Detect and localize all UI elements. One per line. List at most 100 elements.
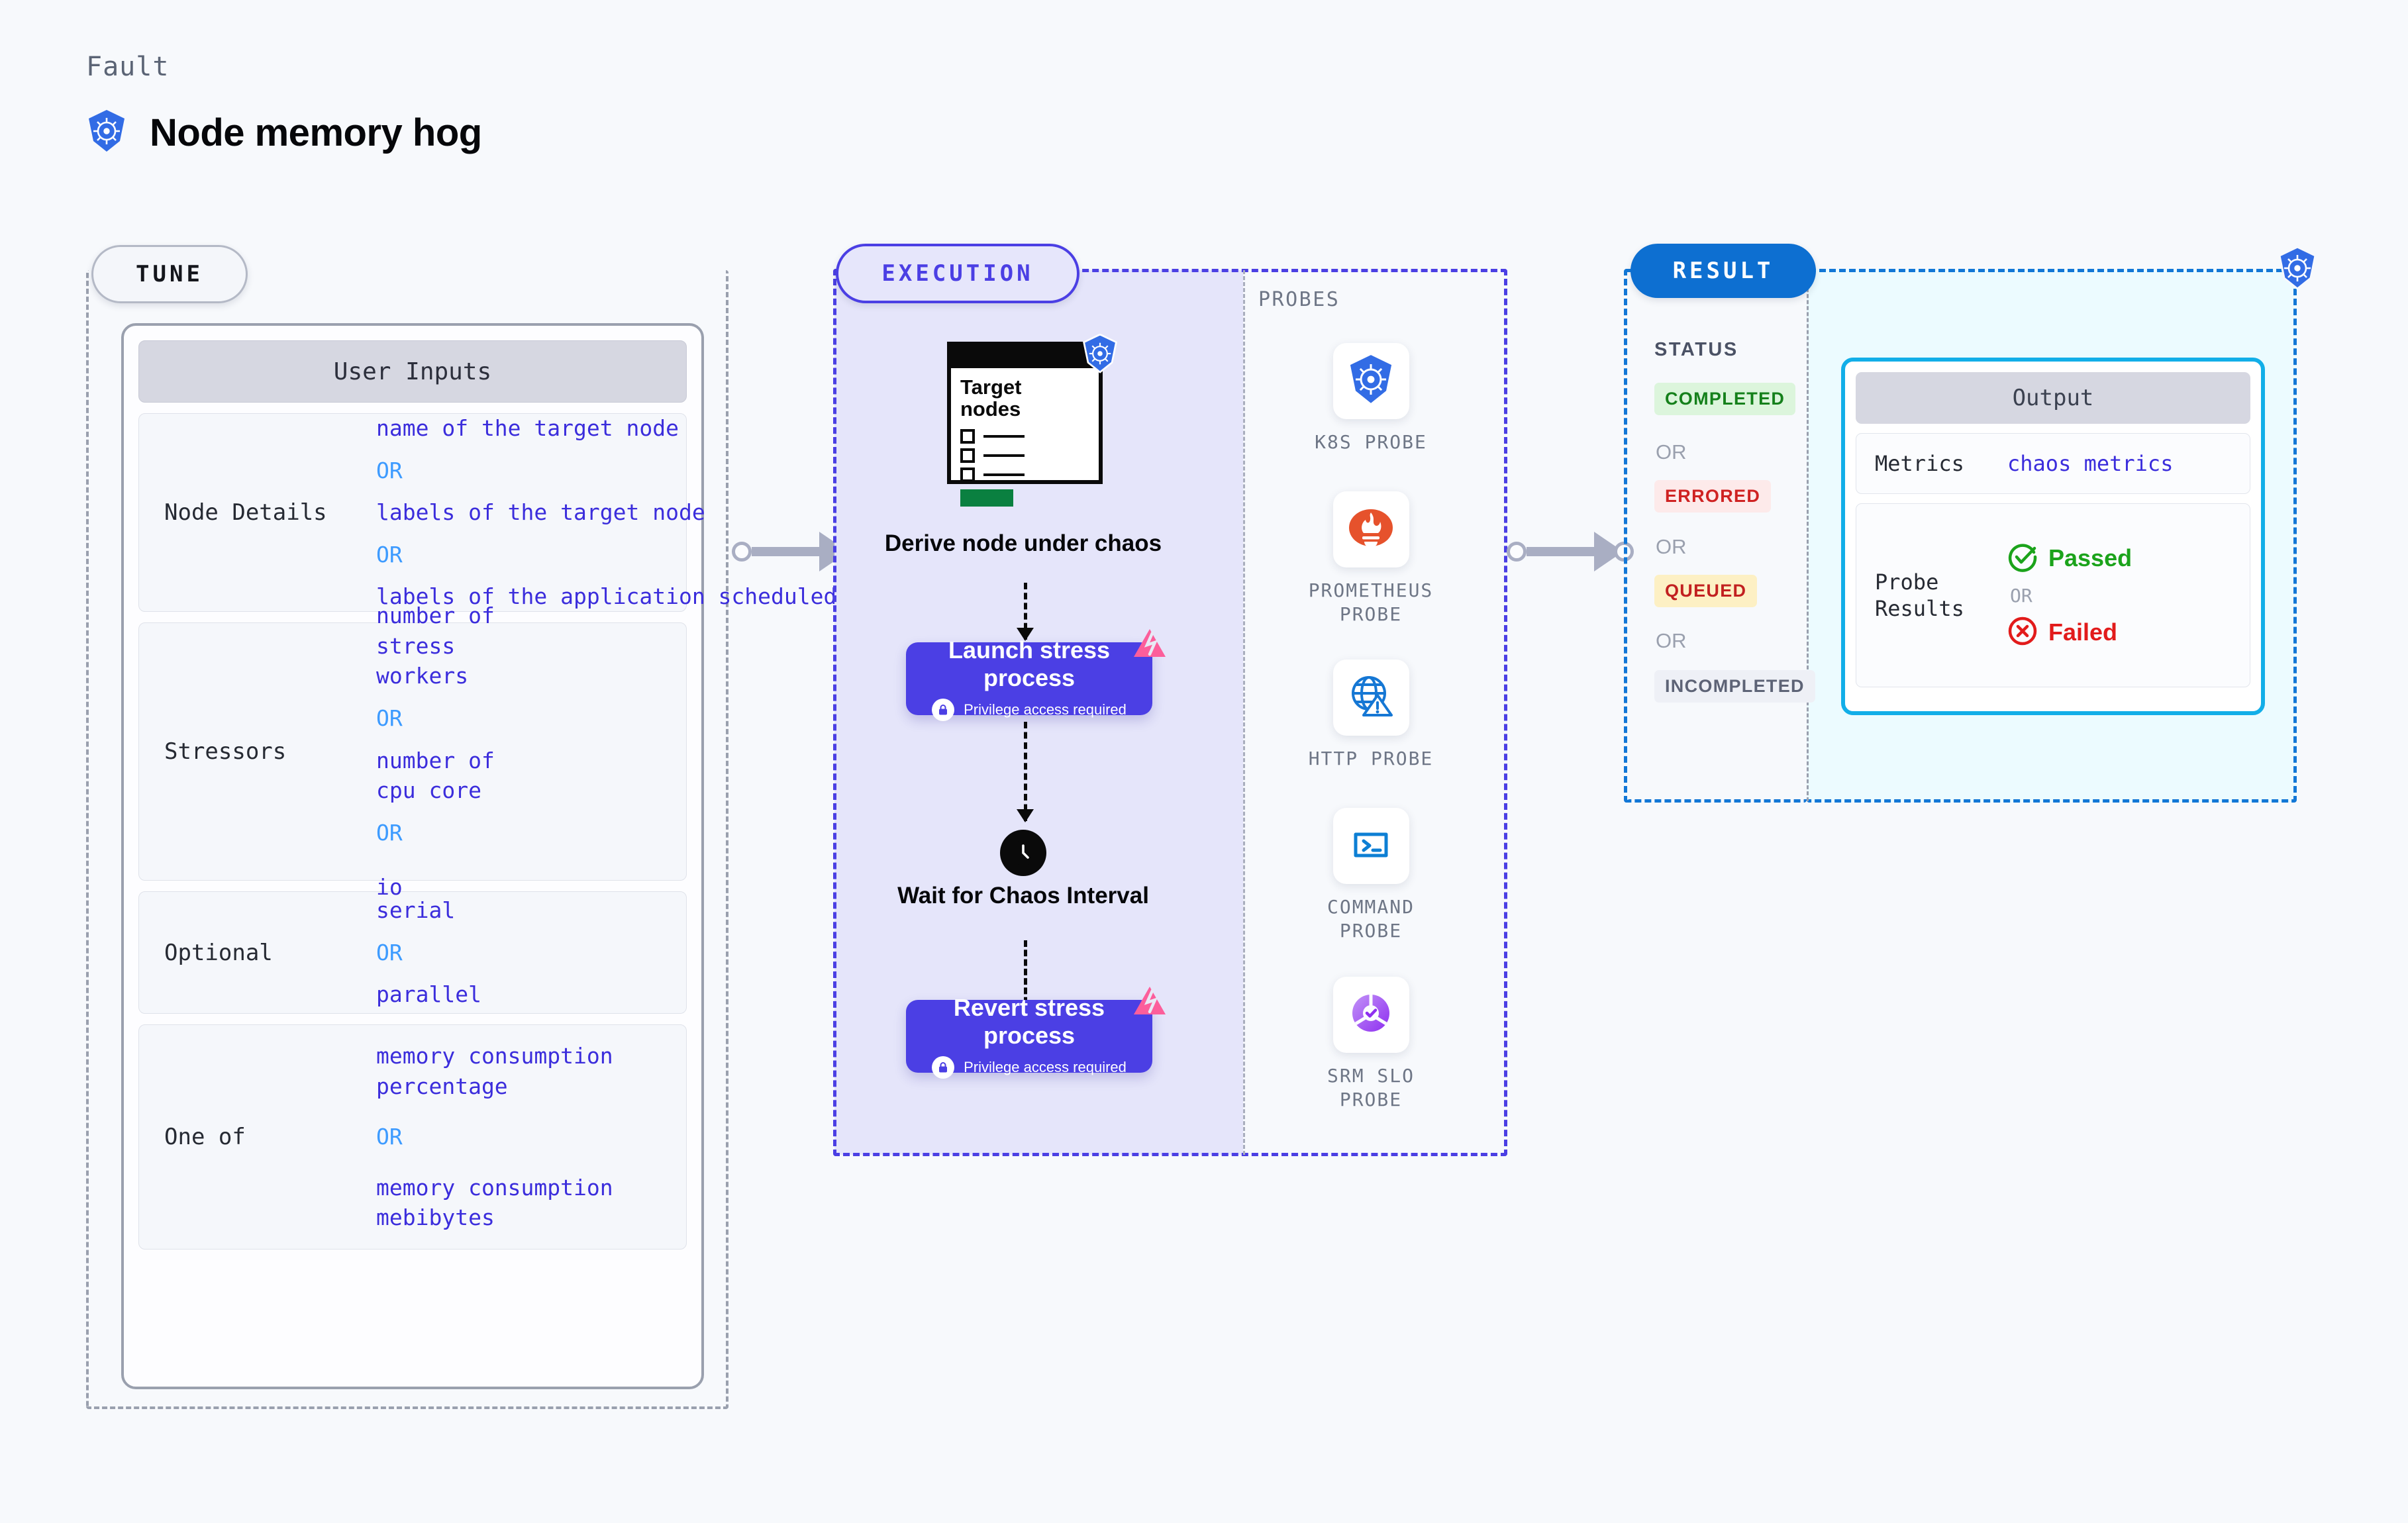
fault-label: Fault [86, 52, 170, 82]
confirm-bar [960, 489, 1013, 507]
connector-execution-to-result [1507, 532, 1634, 571]
revert-stress-step[interactable]: Revert stress process Privilege access r… [906, 987, 1166, 1079]
probe-label: PROMETHEUS PROBE [1308, 579, 1434, 626]
litmus-icon [1132, 628, 1167, 662]
kubernetes-icon [1081, 333, 1119, 377]
placeholder-line [983, 434, 1025, 438]
probe-tile [1332, 343, 1409, 419]
execution-section-pill[interactable]: EXECUTION [836, 244, 1079, 303]
card-titlebar [951, 346, 1099, 368]
input-group-label: Optional [164, 939, 273, 966]
input-group-node-details: Node Details name of the target node OR … [138, 413, 1034, 612]
probe-item-http[interactable]: HTTP PROBE [1295, 660, 1447, 771]
output-header: Output [1856, 372, 2250, 424]
step-title: Launch stress process [948, 636, 1111, 691]
flow-arrow [1017, 722, 1034, 822]
step-subtitle-row: Privilege access required [932, 698, 1127, 721]
fault-title-row: Node memory hog [86, 109, 482, 156]
prometheus-icon [1346, 503, 1395, 556]
input-or: OR [376, 819, 403, 846]
probe-label: SRM SLO PROBE [1327, 1065, 1415, 1111]
probe-tile [1332, 660, 1409, 736]
connector-line [752, 547, 821, 556]
step-subtitle-row: Privilege access required [932, 1056, 1127, 1079]
input-option: name of the target node [376, 415, 679, 442]
wait-chaos-step-label: Wait for Chaos Interval [897, 883, 1149, 909]
globe-warning-icon [1346, 671, 1395, 724]
execution-probes-divider [1243, 270, 1245, 1155]
probe-label: COMMAND PROBE [1327, 896, 1415, 942]
input-or: OR [376, 541, 403, 567]
input-or: OR [376, 939, 403, 965]
probes-section-label: PROBES [1258, 288, 1340, 311]
lock-icon [932, 698, 955, 721]
status-label: STATUS [1654, 339, 1738, 360]
lock-icon [932, 1056, 955, 1079]
input-option: memory consumption percentage [376, 1043, 613, 1099]
probe-tile [1332, 977, 1409, 1053]
clock-icon [1000, 830, 1046, 876]
status-badge-incompleted: INCOMPLETED [1654, 670, 1815, 703]
terminal-icon [1346, 820, 1395, 872]
tune-user-inputs-card: User Inputs Node Details name of the tar… [121, 323, 1034, 1389]
input-group-one-of: One of memory consumption percentage OR … [138, 1024, 687, 1250]
probe-label: HTTP PROBE [1308, 748, 1434, 769]
probe-result-passed: Passed [2007, 542, 2132, 575]
input-option: parallel [376, 981, 481, 1008]
launch-stress-step[interactable]: Launch stress process Privilege access r… [906, 629, 1166, 721]
check-circle-icon [2007, 542, 2038, 575]
user-inputs-header: User Inputs [138, 340, 687, 403]
metrics-value: chaos metrics [2007, 451, 2174, 476]
probe-item-command[interactable]: COMMAND PROBE [1295, 808, 1447, 944]
input-option: memory consumption mebibytes [376, 1174, 613, 1231]
step-title: Revert stress process [953, 994, 1105, 1049]
input-option: number of stress workers [376, 603, 495, 689]
input-or: OR [376, 1124, 403, 1150]
step-subtitle: Privilege access required [964, 1058, 1127, 1075]
tune-dashed-region [86, 270, 728, 1409]
probe-tile [1332, 808, 1409, 884]
status-or: OR [1656, 535, 1687, 558]
input-group-label: Stressors [164, 738, 287, 765]
connector-line [1527, 547, 1595, 556]
litmus-icon [1132, 985, 1167, 1019]
input-group-stressors: Stressors number of stress workers OR nu… [138, 603, 687, 900]
tune-section-pill[interactable]: TUNE [91, 245, 248, 303]
page-title: Node memory hog [150, 111, 482, 154]
x-circle-icon [2007, 616, 2038, 650]
result-section-pill[interactable]: RESULT [1630, 244, 1816, 298]
input-option: serial [376, 897, 456, 924]
probe-item-srm-slo[interactable]: SRM SLO PROBE [1295, 977, 1447, 1112]
checkbox-row [951, 467, 1099, 482]
checkbox-icon [960, 467, 975, 482]
status-or: OR [1656, 629, 1687, 652]
input-option: labels of the target node [376, 499, 705, 526]
kubernetes-icon [2277, 246, 2318, 293]
input-option: io [376, 874, 403, 901]
checkbox-row [951, 448, 1099, 463]
result-inner-divider [1807, 270, 1809, 801]
placeholder-line [983, 473, 1025, 476]
checkbox-icon [960, 428, 975, 444]
probe-item-k8s[interactable]: K8S PROBE [1295, 343, 1447, 454]
probe-result-or: OR [2010, 584, 2032, 607]
probe-tile [1332, 491, 1409, 567]
status-badge-queued: QUEUED [1654, 575, 1758, 607]
step-subtitle: Privilege access required [964, 701, 1127, 718]
derive-node-step-label: Derive node under chaos [884, 530, 1162, 556]
checkbox-icon [960, 448, 975, 463]
output-metrics-row: Metrics chaos metrics [1856, 433, 2250, 494]
probe-label: K8S PROBE [1315, 431, 1427, 453]
probe-result-failed: Failed [2007, 616, 2132, 650]
passed-text: Passed [2048, 544, 2132, 571]
flow-arrow [1017, 583, 1034, 641]
probe-item-prometheus[interactable]: PROMETHEUS PROBE [1295, 491, 1447, 627]
status-or: OR [1656, 440, 1687, 464]
kubernetes-icon [86, 109, 127, 156]
status-badge-errored: ERRORED [1654, 480, 1772, 513]
